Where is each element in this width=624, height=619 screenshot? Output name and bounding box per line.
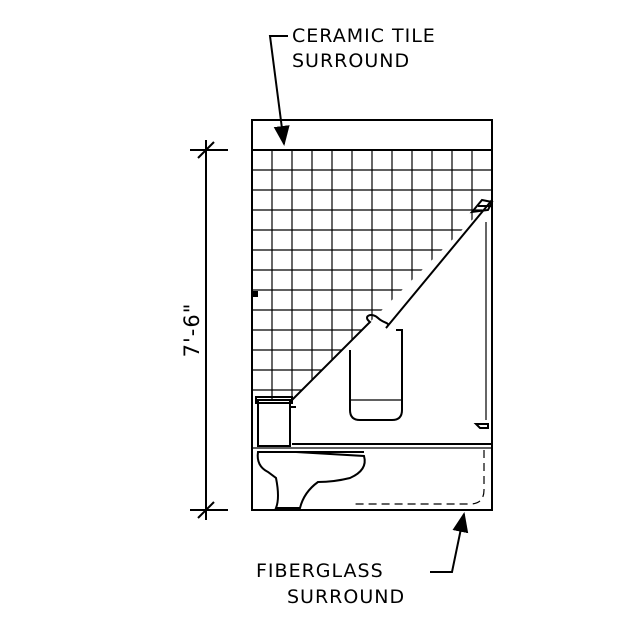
callout-ceramic-line1: CERAMIC TILE <box>292 25 436 47</box>
callout-ceramic-line2: SURROUND <box>292 50 410 72</box>
callout-ceramic-leader <box>268 35 290 146</box>
shower-niche <box>349 329 403 421</box>
tub-spout-icon <box>473 423 489 429</box>
dimension-height-label: 7'-6" <box>180 303 204 358</box>
shower-head-icon <box>469 198 494 214</box>
callout-fiberglass-leader <box>430 512 469 573</box>
ceramic-tile-grid <box>252 150 492 400</box>
toilet-icon <box>255 396 366 509</box>
wall-valve <box>252 291 258 297</box>
section-break-line <box>291 199 493 401</box>
bathtub-hidden-outline <box>355 450 485 505</box>
height-dimension <box>190 140 228 520</box>
callout-fiberglass-line1: FIBERGLASS <box>256 560 384 582</box>
callout-fiberglass-line2: SURROUND <box>287 586 405 608</box>
